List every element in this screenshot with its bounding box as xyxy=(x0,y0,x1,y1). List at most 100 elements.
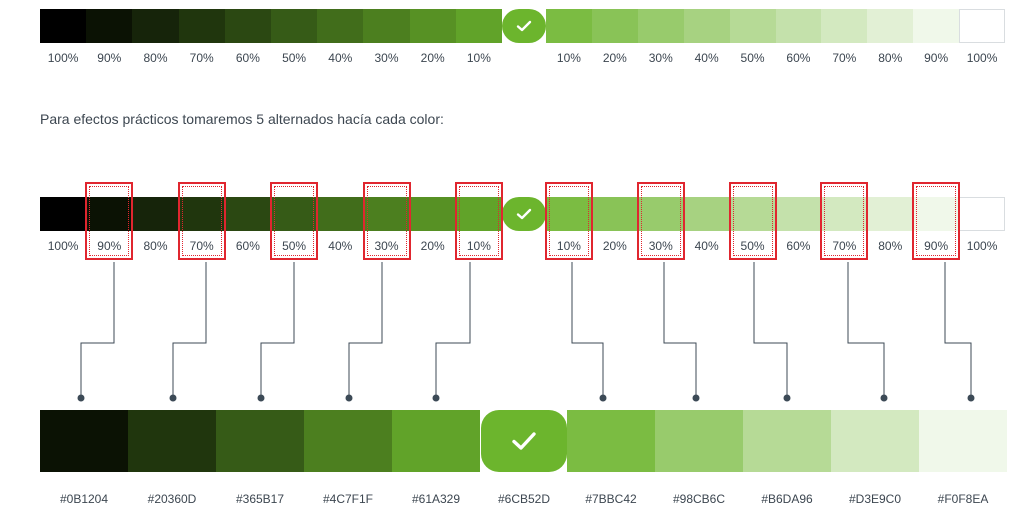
percentage-label: 10% xyxy=(466,239,491,253)
shade-swatch xyxy=(224,9,272,43)
percentage-label: 60% xyxy=(235,51,260,65)
tint-swatch xyxy=(821,197,868,231)
connector-line xyxy=(663,262,697,397)
percentage-label: 10% xyxy=(466,51,491,65)
percentage-label: 70% xyxy=(832,239,857,253)
connector-dot xyxy=(880,394,888,402)
base-color-pill-top xyxy=(502,9,546,43)
percentage-label: 30% xyxy=(648,51,673,65)
shade-swatch xyxy=(317,9,364,43)
percentage-label: 90% xyxy=(924,239,949,253)
palette-swatch xyxy=(392,410,480,472)
selection-highlight-box xyxy=(454,182,503,260)
percentage-label: 90% xyxy=(97,51,122,65)
connector-dot xyxy=(77,394,85,402)
hex-code-label: #4C7F1F xyxy=(322,492,374,506)
hex-code-label: #61A329 xyxy=(411,492,461,506)
selection-highlight-inner xyxy=(824,186,865,256)
tint-swatch xyxy=(591,197,638,231)
palette-swatch xyxy=(743,410,831,472)
tint-swatch xyxy=(867,9,914,43)
tint-swatch xyxy=(546,197,592,231)
hex-code-label: #20360D xyxy=(147,492,197,506)
selection-highlight-inner xyxy=(640,186,681,256)
percentage-label: 80% xyxy=(143,239,168,253)
shade-swatch xyxy=(86,197,133,231)
selection-highlight-box xyxy=(728,182,777,260)
selection-highlight-inner xyxy=(458,186,499,256)
percentage-label: 20% xyxy=(602,51,627,65)
explanation-text: Para efectos prácticos tomaremos 5 alter… xyxy=(40,111,444,127)
shade-swatch xyxy=(455,197,503,231)
percentage-label: 80% xyxy=(143,51,168,65)
dark-shade-strip-top xyxy=(40,9,503,43)
percentage-label: 80% xyxy=(878,239,903,253)
base-color-pill-middle xyxy=(502,197,546,231)
percentage-label: 100% xyxy=(47,51,79,65)
percentage-label: 40% xyxy=(328,51,353,65)
shade-swatch xyxy=(178,9,225,43)
connector-line xyxy=(172,262,207,397)
tint-swatch xyxy=(913,9,960,43)
percentage-label: 20% xyxy=(420,51,445,65)
shade-swatch xyxy=(317,197,364,231)
shade-swatch xyxy=(40,9,87,43)
percentage-label: 50% xyxy=(282,239,307,253)
shade-swatch xyxy=(455,9,503,43)
tint-swatch xyxy=(959,197,1006,231)
tint-swatch xyxy=(821,9,868,43)
selection-highlight-box xyxy=(270,182,319,260)
connector-line xyxy=(435,262,471,397)
selection-highlight-inner xyxy=(548,186,589,256)
tint-swatch xyxy=(729,9,776,43)
percentage-label: 40% xyxy=(694,51,719,65)
connector-dot xyxy=(599,394,607,402)
percentage-label: 70% xyxy=(189,51,214,65)
shade-swatch xyxy=(363,197,410,231)
hex-code-label: #7BBC42 xyxy=(585,492,637,506)
palette-swatch xyxy=(40,410,128,472)
selection-highlight-inner xyxy=(732,186,773,256)
palette-swatch xyxy=(655,410,743,472)
tint-swatch xyxy=(637,9,684,43)
hex-code-label: #D3E9C0 xyxy=(848,492,902,506)
shade-swatch xyxy=(132,197,179,231)
connector-line xyxy=(571,262,604,397)
percentage-label: 50% xyxy=(282,51,307,65)
palette-swatch xyxy=(919,410,1007,472)
shade-swatch xyxy=(409,9,456,43)
percentage-label: 40% xyxy=(328,239,353,253)
hex-code-label: #6CB52D xyxy=(497,492,551,506)
shade-swatch xyxy=(409,197,456,231)
percentage-label: 60% xyxy=(786,239,811,253)
tint-swatch xyxy=(683,197,730,231)
palette-swatch xyxy=(128,410,216,472)
tint-swatch xyxy=(867,197,914,231)
checkmark-icon xyxy=(516,20,532,32)
palette-swatch xyxy=(304,410,392,472)
selection-highlight-box xyxy=(85,182,134,260)
shade-swatch xyxy=(271,197,318,231)
percentage-label: 40% xyxy=(694,239,719,253)
selection-highlight-inner xyxy=(916,186,957,256)
tint-swatch xyxy=(591,9,638,43)
tint-swatch xyxy=(775,9,822,43)
selection-highlight-box xyxy=(636,182,685,260)
tint-swatch xyxy=(959,9,1006,43)
percentage-label: 100% xyxy=(966,239,998,253)
selection-highlight-box xyxy=(362,182,411,260)
selection-highlight-inner xyxy=(181,186,222,256)
hex-code-label: #0B1204 xyxy=(59,492,109,506)
hex-code-label: #F0F8EA xyxy=(937,492,989,506)
percentage-label: 80% xyxy=(878,51,903,65)
percentage-label: 70% xyxy=(832,51,857,65)
connector-dot xyxy=(345,394,353,402)
tint-swatch xyxy=(729,197,776,231)
selection-highlight-inner xyxy=(274,186,315,256)
palette-swatch xyxy=(216,410,304,472)
percentage-label: 60% xyxy=(235,239,260,253)
hex-code-label: #365B17 xyxy=(235,492,285,506)
shade-swatch xyxy=(178,197,225,231)
tint-swatch xyxy=(637,197,684,231)
